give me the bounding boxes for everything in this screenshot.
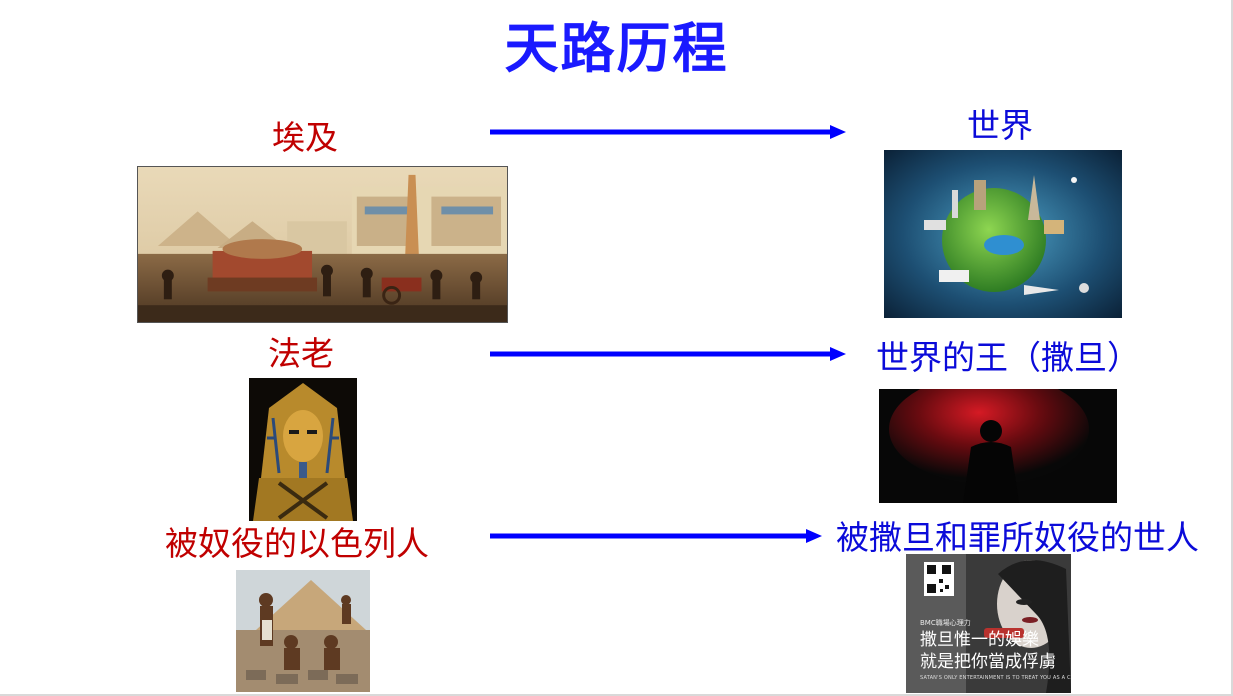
captive-woman-poster-image: BMC職場心理力 撒旦惟一的娛樂 就是把你當成俘虜 SATAN'S ONLY E…: [906, 554, 1071, 693]
enslaved-israelites-image: [236, 570, 370, 692]
dark-figure-red-smoke-image: [879, 389, 1117, 503]
poster-brand: BMC職場心理力: [920, 619, 971, 627]
poster-line2: 就是把你當成俘虜: [920, 652, 1056, 672]
egypt-painting-image: [137, 166, 508, 323]
arrow-pharaoh-to-satan: [490, 346, 846, 362]
label-egypt: 埃及: [272, 118, 338, 157]
arrow-israelites-to-people: [490, 528, 822, 544]
slide-title: 天路历程: [504, 17, 729, 80]
poster-line3: SATAN'S ONLY ENTERTAINMENT IS TO TREAT Y…: [920, 675, 1071, 681]
pharaoh-mask-image: [249, 378, 357, 521]
label-world-king: 世界的王（撒旦）: [876, 338, 1140, 377]
label-enslaved-people: 被撒旦和罪所奴役的世人: [836, 518, 1199, 557]
label-world: 世界: [967, 106, 1033, 145]
arrow-egypt-to-world: [490, 124, 846, 140]
label-enslaved-israelites: 被奴役的以色列人: [165, 524, 429, 563]
globe-landmarks-image: [884, 150, 1122, 318]
label-pharaoh: 法老: [268, 334, 334, 373]
poster-line1: 撒旦惟一的娛樂: [920, 630, 1039, 650]
